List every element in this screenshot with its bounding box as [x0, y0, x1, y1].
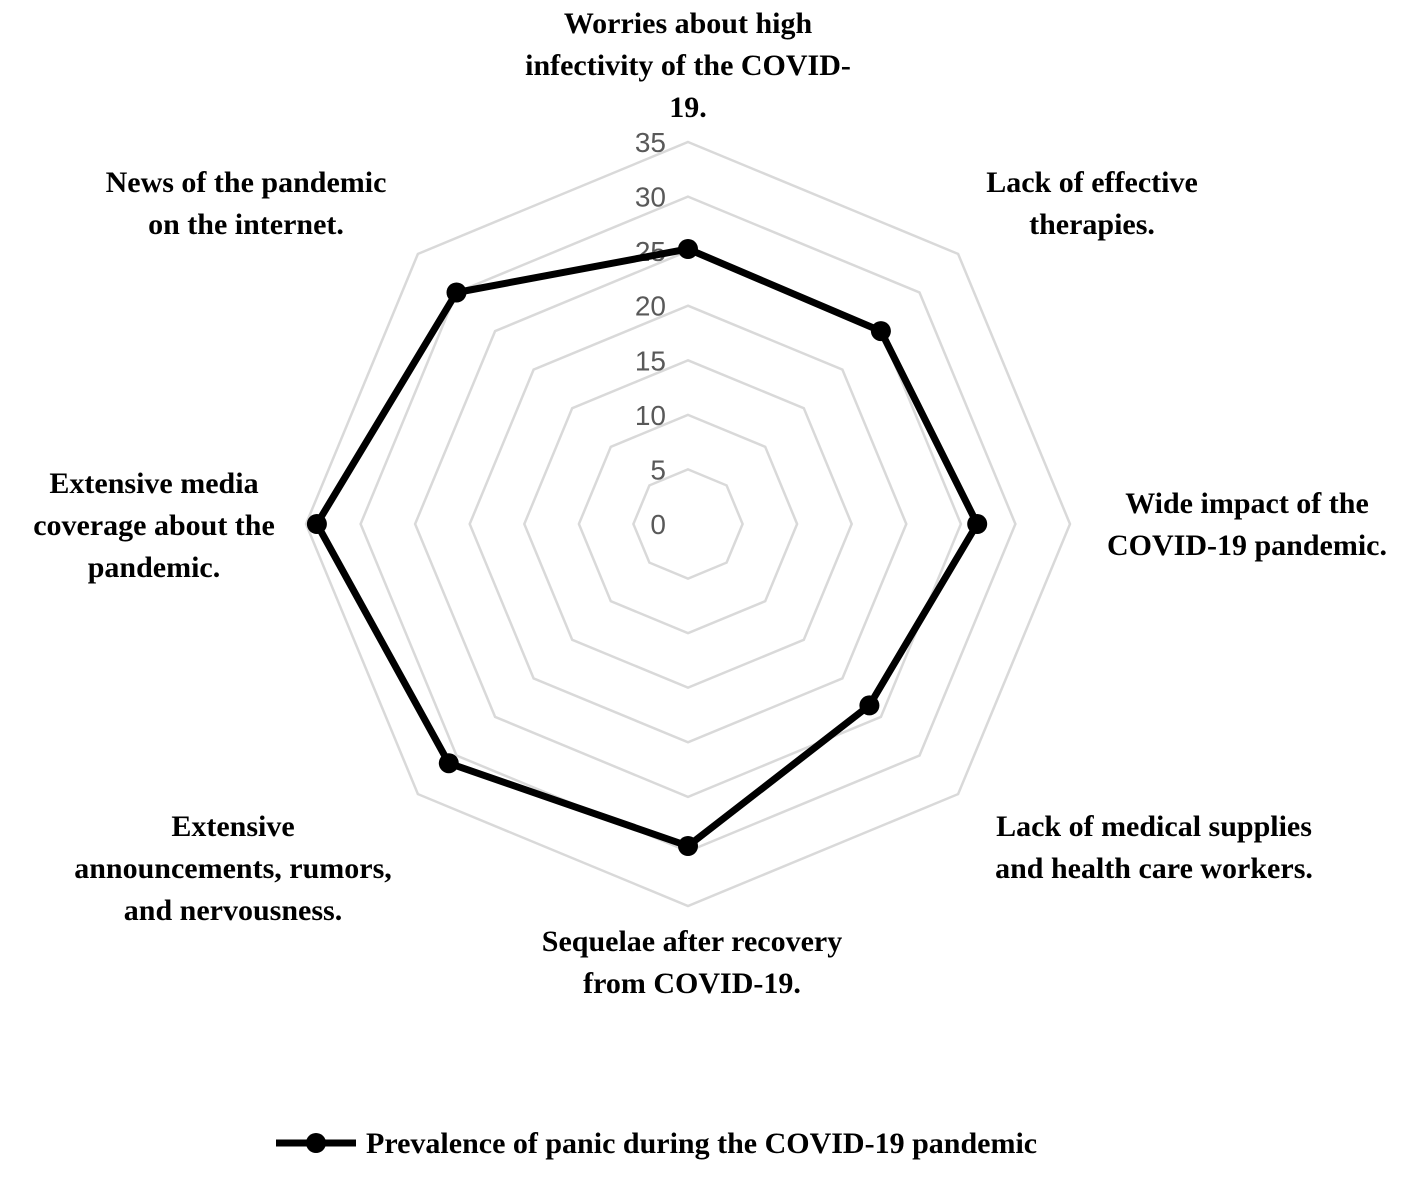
- series-point: [859, 695, 880, 716]
- grid-ring-15: [522, 358, 854, 690]
- series-point: [306, 514, 327, 534]
- r-axis-tick-label: 5: [650, 454, 666, 485]
- r-axis-tick-label: 20: [635, 291, 666, 322]
- r-axis-tick-label: 0: [650, 509, 666, 540]
- grid-ring-5: [632, 468, 744, 580]
- legend-series-label: Prevalence of panic during the COVID-19 …: [366, 1127, 1037, 1160]
- series-point: [870, 321, 891, 342]
- series-point: [446, 282, 467, 303]
- series-layer: [306, 239, 988, 856]
- legend: Prevalence of panic during the COVID-19 …: [276, 1127, 1037, 1160]
- grid-ring-20: [468, 304, 908, 744]
- series-point: [967, 514, 988, 534]
- r-axis-tick-label: 10: [635, 400, 666, 431]
- grid-ring-25: [413, 249, 963, 799]
- series-point: [678, 239, 698, 259]
- r-axis-tick-label: 35: [635, 127, 666, 158]
- grid-ring-10: [577, 413, 799, 635]
- legend-point-marker: [306, 1133, 326, 1153]
- r-axis-tick-label: 15: [635, 345, 666, 376]
- series-point: [678, 836, 698, 856]
- series-point: [438, 753, 459, 774]
- grid-ring-35: [304, 140, 1072, 908]
- r-axis-tick-label: 30: [635, 182, 666, 213]
